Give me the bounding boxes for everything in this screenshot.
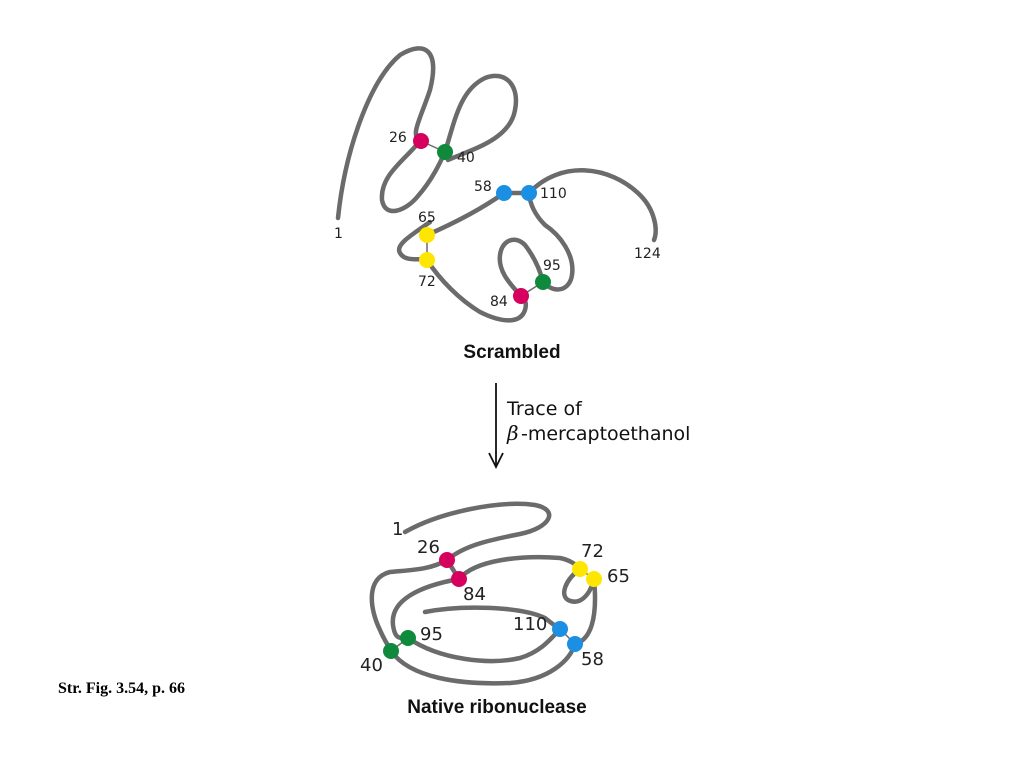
scrambled-label-72: 72 xyxy=(418,274,436,290)
native-label-95: 95 xyxy=(420,624,443,645)
cys-110-dot xyxy=(521,185,537,201)
native-cys-72-dot xyxy=(572,561,588,577)
native-label-72: 72 xyxy=(581,541,604,562)
cys-40-dot xyxy=(437,144,453,160)
cys-72-dot xyxy=(419,252,435,268)
scrambled-structure: 1 124 26 40 58 110 65 72 95 84 Scrambled xyxy=(334,46,661,363)
native-label-58: 58 xyxy=(581,649,604,670)
native-cys-26-dot xyxy=(439,552,455,568)
scrambled-label-84: 84 xyxy=(490,294,508,310)
scrambled-label-110: 110 xyxy=(540,186,567,202)
scrambled-title: Scrambled xyxy=(463,342,560,363)
native-cys-40-dot xyxy=(383,643,399,659)
reaction-arrow: Trace of β -mercaptoethanol xyxy=(488,383,690,470)
native-structure: 1 26 84 72 65 110 58 95 40 Native ribonu… xyxy=(360,501,630,718)
cys-95-dot xyxy=(535,274,551,290)
native-label-84: 84 xyxy=(463,584,486,605)
scrambled-label-40: 40 xyxy=(457,150,475,166)
reaction-line-2: -mercaptoethanol xyxy=(521,423,690,445)
native-label-1: 1 xyxy=(392,519,403,540)
native-label-65: 65 xyxy=(607,566,630,587)
native-label-110: 110 xyxy=(513,614,547,635)
scrambled-label-124: 124 xyxy=(634,246,661,262)
arrow-head xyxy=(488,452,504,470)
cys-26-dot xyxy=(413,133,429,149)
scrambled-label-58: 58 xyxy=(474,179,492,195)
native-title: Native ribonuclease xyxy=(407,697,587,718)
native-cys-110-dot xyxy=(552,621,568,637)
cys-65-dot xyxy=(419,227,435,243)
scrambled-label-95: 95 xyxy=(543,258,561,274)
native-label-40: 40 xyxy=(360,655,383,676)
cys-84-dot xyxy=(513,288,529,304)
native-cys-84-dot xyxy=(451,571,467,587)
scrambled-label-26: 26 xyxy=(389,130,407,146)
native-chain xyxy=(369,501,598,686)
cys-58-dot xyxy=(496,185,512,201)
native-cys-95-dot xyxy=(400,630,416,646)
reaction-beta: β xyxy=(506,421,519,445)
scrambled-label-65: 65 xyxy=(418,210,436,226)
scrambled-chain xyxy=(335,46,658,323)
scrambled-label-1: 1 xyxy=(334,226,343,242)
native-label-26: 26 xyxy=(417,537,440,558)
reaction-line-1: Trace of xyxy=(506,398,583,420)
figure-caption: Str. Fig. 3.54, p. 66 xyxy=(58,680,185,697)
native-cys-58-dot xyxy=(567,636,583,652)
native-cys-65-dot xyxy=(586,571,602,587)
